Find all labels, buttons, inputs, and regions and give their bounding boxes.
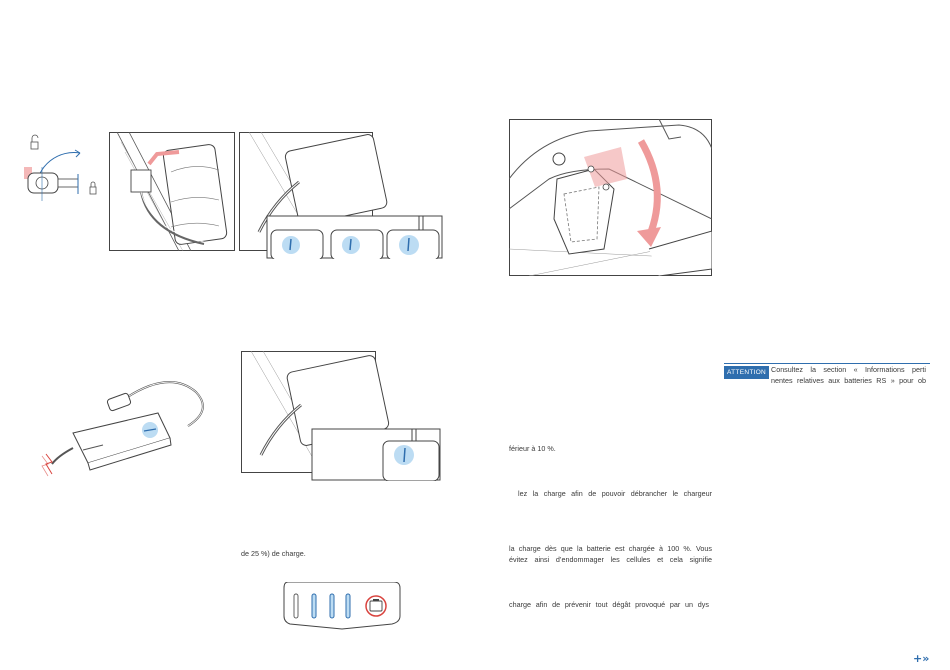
charger-illustration	[38, 378, 208, 478]
led-inset-single	[382, 429, 440, 482]
attention-text-line2: nentes relatives aux batteries RS » pour…	[771, 376, 926, 385]
next-page-arrow-icon[interactable]: +»	[913, 652, 930, 665]
paragraph-full-charge-line1: la charge dès que la batterie est chargé…	[509, 544, 712, 553]
connector-led-illustration	[239, 131, 443, 261]
battery-insertion-illustration	[508, 118, 713, 277]
attention-badge: ATTENTION	[724, 366, 770, 379]
led-inset-3	[386, 216, 440, 261]
battery-level-indicator	[282, 581, 402, 630]
lightning-icon	[41, 453, 53, 477]
led-inset-1	[270, 229, 324, 261]
charge-caption: de 25 %) de charge.	[241, 549, 306, 558]
key-lock-diagram	[22, 133, 104, 205]
battery-removal-illustration	[109, 131, 235, 252]
attention-rule	[724, 363, 930, 364]
led-inset-2	[330, 229, 384, 261]
unlocked-padlock-icon	[30, 134, 39, 150]
paragraph-below-10: férieur à 10 %.	[509, 444, 556, 453]
paragraph-prevent-damage: charge afin de prévenir tout dégât provo…	[509, 600, 709, 609]
connector-single-led-illustration	[241, 350, 441, 482]
attention-text-line1: Consultez la section « Informations pert…	[771, 365, 926, 374]
locked-padlock-icon	[89, 181, 97, 195]
paragraph-full-charge-line2: évitez ainsi d’endommager les cellules e…	[509, 555, 712, 564]
attention-notice: ATTENTION Consultez la section « Informa…	[724, 363, 930, 393]
paragraph-unplug: lez la charge afin de pouvoir débrancher…	[518, 489, 712, 498]
battery-status-icon	[365, 595, 387, 617]
